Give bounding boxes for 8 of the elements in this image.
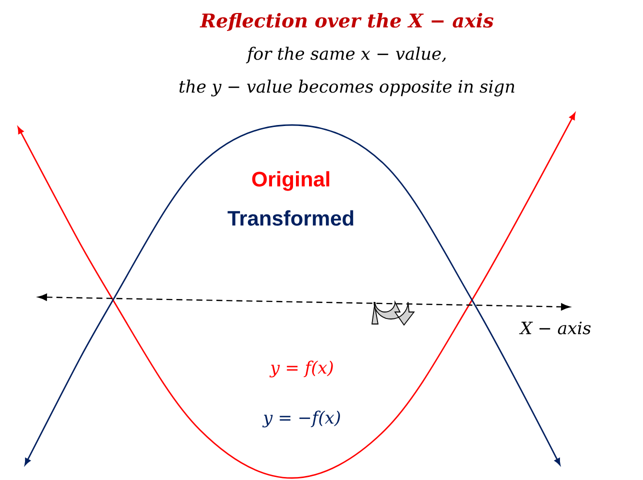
equation: y = f(x) bbox=[269, 360, 333, 378]
legend-text: Transformed bbox=[228, 210, 354, 226]
equation: y = −f(x) bbox=[262, 410, 340, 428]
legend-text: Original bbox=[252, 171, 330, 191]
axis-label: X − axis bbox=[519, 322, 591, 334]
subtitle: for the same x − value, bbox=[246, 46, 446, 64]
title: Reflection over the X − axis bbox=[200, 12, 494, 32]
subtitle: the y − value becomes opposite in sign bbox=[179, 80, 514, 96]
